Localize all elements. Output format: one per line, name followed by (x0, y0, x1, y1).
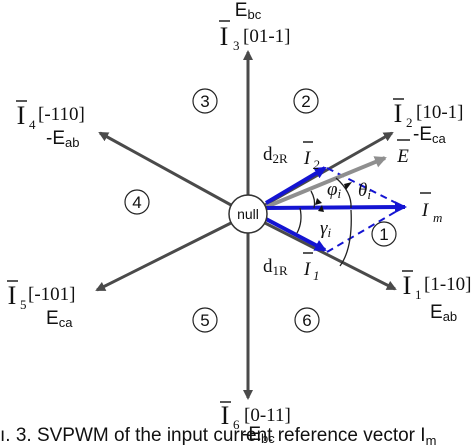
sector-5-label: 5 (200, 311, 209, 330)
I1-ref: Eab (430, 302, 457, 324)
I2-sub: 2 (406, 115, 413, 130)
d1R-I-symbol: I (303, 259, 312, 280)
vector-label-I1: I 1 [1-10] Eab (402, 270, 471, 324)
parallelogram-dashes (326, 167, 403, 253)
sector-4-circle (124, 189, 150, 215)
I4-symbol: I (17, 101, 26, 130)
Im-sub: m (433, 210, 442, 225)
I5-sub: 5 (20, 297, 27, 312)
I3-sub: 3 (233, 38, 240, 53)
axis-I5 (95, 221, 232, 292)
sector-3-label: 3 (200, 92, 209, 111)
I4-code: [-110] (38, 104, 85, 125)
E-label: E (396, 139, 410, 167)
I2-ref: -Eca (413, 124, 447, 146)
reference-Im-vector (265, 201, 407, 214)
reference-E-vector (265, 156, 387, 209)
sector1-boundary-arc (339, 209, 352, 267)
I3-code: [01-1] (243, 26, 290, 47)
I2-symbol: I (394, 99, 403, 128)
Im-symbol: I (421, 200, 430, 221)
axis-I4 (98, 131, 232, 207)
I6-ref: -Ebc (242, 424, 275, 446)
I3-ref: Ebc (235, 0, 262, 22)
sector-6-circle (294, 307, 320, 333)
E-symbol: E (396, 146, 409, 167)
theta-arrowhead (344, 182, 352, 190)
I6-sub: 6 (233, 417, 240, 432)
gamma-arrowhead (318, 205, 324, 212)
d2R-label: d2R (263, 144, 288, 166)
I1-sub: 1 (415, 287, 422, 302)
sector-2-label: 2 (301, 92, 310, 111)
d1R-I-sub: 1 (313, 268, 320, 283)
vector-label-I2: I 2 [10-1] -Eca (393, 98, 463, 146)
theta-arc (335, 177, 352, 209)
phi-label: φi (327, 179, 342, 201)
I1-code: [1-10] (424, 274, 471, 295)
vector-label-I3: Ebc I 3 [01-1] (219, 0, 290, 53)
I6-code: [0-11] (244, 405, 291, 426)
d2R-I-symbol: I (303, 148, 312, 169)
axis-I1 (264, 221, 397, 291)
I4-ref: -Eab (46, 128, 79, 150)
null-label: null (237, 206, 259, 222)
sector-2-circle (293, 88, 319, 114)
vector-label-I4: I 4 [-110] -Eab (16, 100, 85, 150)
sector-4-label: 4 (132, 193, 141, 212)
sector-5-circle (192, 307, 218, 333)
caption-sub: m (425, 433, 437, 448)
phi-arc (310, 190, 316, 209)
vector-label-I6: I 6 [0-11] -Ebc (220, 401, 291, 446)
d2R-I-sub: 2 (313, 157, 320, 172)
angle-arcs (296, 177, 352, 267)
sector-markers (124, 88, 397, 333)
I4-sub: 4 (29, 117, 36, 132)
sector-3-circle (192, 88, 218, 114)
I5-ref: Eca (46, 308, 73, 330)
sector-1-circle (371, 221, 397, 247)
dash-from-I2 (326, 167, 403, 207)
vector-label-I5: I 5 [-101] Eca (7, 280, 75, 330)
Im-label: I m (420, 192, 442, 225)
d2R-I2-vector (264, 166, 327, 205)
caption-text: ı. 3. SVPWM of the input current referen… (0, 425, 426, 446)
sector-1-label: 1 (379, 225, 388, 244)
I1-symbol: I (403, 271, 412, 300)
d1R-label: d1R (263, 256, 288, 278)
I2-code: [10-1] (416, 102, 463, 123)
null-circle (228, 194, 268, 234)
angle-arrowheads (315, 182, 352, 212)
sector-6-label: 6 (302, 311, 311, 330)
theta-label: θi (358, 180, 371, 202)
duty-label-lower: d1R I 1 (263, 252, 320, 283)
I5-symbol: I (8, 281, 17, 310)
I5-code: [-101] (28, 284, 75, 305)
figure-caption: ı. 3. SVPWM of the input current referen… (0, 424, 474, 448)
gamma-arc (296, 207, 302, 234)
dash-from-I1 (326, 207, 403, 253)
I6-symbol: I (221, 401, 230, 430)
duty-label-upper: d2R I 2 (263, 141, 320, 172)
I3-symbol: I (220, 22, 229, 51)
phi-arrowhead (315, 198, 322, 205)
gamma-label: γi (320, 218, 332, 240)
d1R-I1-vector (265, 217, 327, 252)
